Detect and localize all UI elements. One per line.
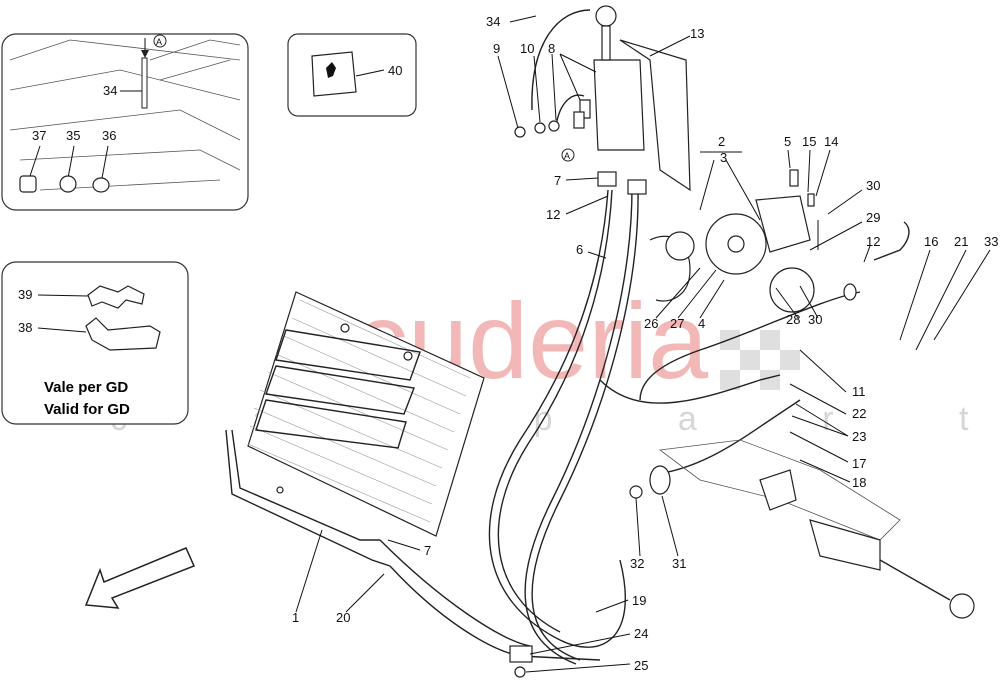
callout-16: 16: [924, 234, 938, 249]
hose-lines: [379, 171, 861, 678]
callout-33: 33: [984, 234, 998, 249]
callout-12a: 12: [546, 207, 560, 222]
inset-underbody: A 34 37 35 36: [1, 33, 249, 211]
callout-31: 31: [672, 556, 686, 571]
callout-inset-35: 35: [66, 128, 80, 143]
callout-25: 25: [634, 658, 648, 673]
callout-inset-37: 37: [32, 128, 46, 143]
callout-9: 9: [493, 41, 500, 56]
leader-lines: [295, 15, 991, 673]
callout-17: 17: [852, 456, 866, 471]
callout-28: 28: [786, 312, 800, 327]
callouts: 34 9 10 8 13 A 7 12 2 3 5 15 14 30 29 12…: [292, 14, 998, 673]
callout-20: 20: [336, 610, 350, 625]
callout-19: 19: [632, 593, 646, 608]
callout-26: 26: [644, 316, 658, 331]
callout-1: 1: [292, 610, 299, 625]
callout-3: 3: [720, 150, 727, 165]
pump-assembly: [649, 169, 910, 313]
callout-inset-a: A: [156, 37, 162, 47]
callout-13: 13: [690, 26, 704, 41]
callout-a: A: [564, 151, 570, 161]
callout-15: 15: [802, 134, 816, 149]
callout-6: 6: [576, 242, 583, 257]
callout-29: 29: [866, 210, 880, 225]
callout-27: 27: [670, 316, 684, 331]
callout-7b: 7: [424, 543, 431, 558]
oil-cooler: [225, 291, 485, 567]
callout-21: 21: [954, 234, 968, 249]
callout-11: 11: [852, 384, 866, 399]
inset-bracket-gd: 39 38 Vale per GD Valid for GD: [1, 261, 189, 425]
callout-inset-36: 36: [102, 128, 116, 143]
reservoir: [514, 5, 691, 192]
callout-10: 10: [520, 41, 534, 56]
callout-12b: 12: [866, 234, 880, 249]
callout-inset-39: 39: [18, 287, 32, 302]
note-vale-per-gd: Vale per GD: [44, 379, 128, 396]
note-valid-for-gd: Valid for GD: [44, 401, 130, 418]
steering-rack: [658, 439, 975, 619]
callout-22: 22: [852, 406, 866, 421]
inset-badge: 40: [287, 33, 417, 117]
callout-32: 32: [630, 556, 644, 571]
callout-30a: 30: [866, 178, 880, 193]
callout-30b: 30: [808, 312, 822, 327]
callout-23: 23: [852, 429, 866, 444]
callout-inset-38: 38: [18, 320, 32, 335]
direction-arrow: [84, 547, 196, 609]
callout-5: 5: [784, 134, 791, 149]
callout-inset-40: 40: [388, 63, 402, 78]
flag-motif: [720, 330, 800, 390]
callout-18: 18: [852, 475, 866, 490]
callout-34: 34: [486, 14, 500, 29]
callout-7a: 7: [554, 173, 561, 188]
watermark-sub: c a r p a r t s: [110, 400, 1000, 438]
callout-8: 8: [548, 41, 555, 56]
callout-4: 4: [698, 316, 705, 331]
callout-14: 14: [824, 134, 838, 149]
callout-2: 2: [718, 134, 725, 149]
callout-24: 24: [634, 626, 648, 641]
callout-inset-34: 34: [103, 83, 117, 98]
